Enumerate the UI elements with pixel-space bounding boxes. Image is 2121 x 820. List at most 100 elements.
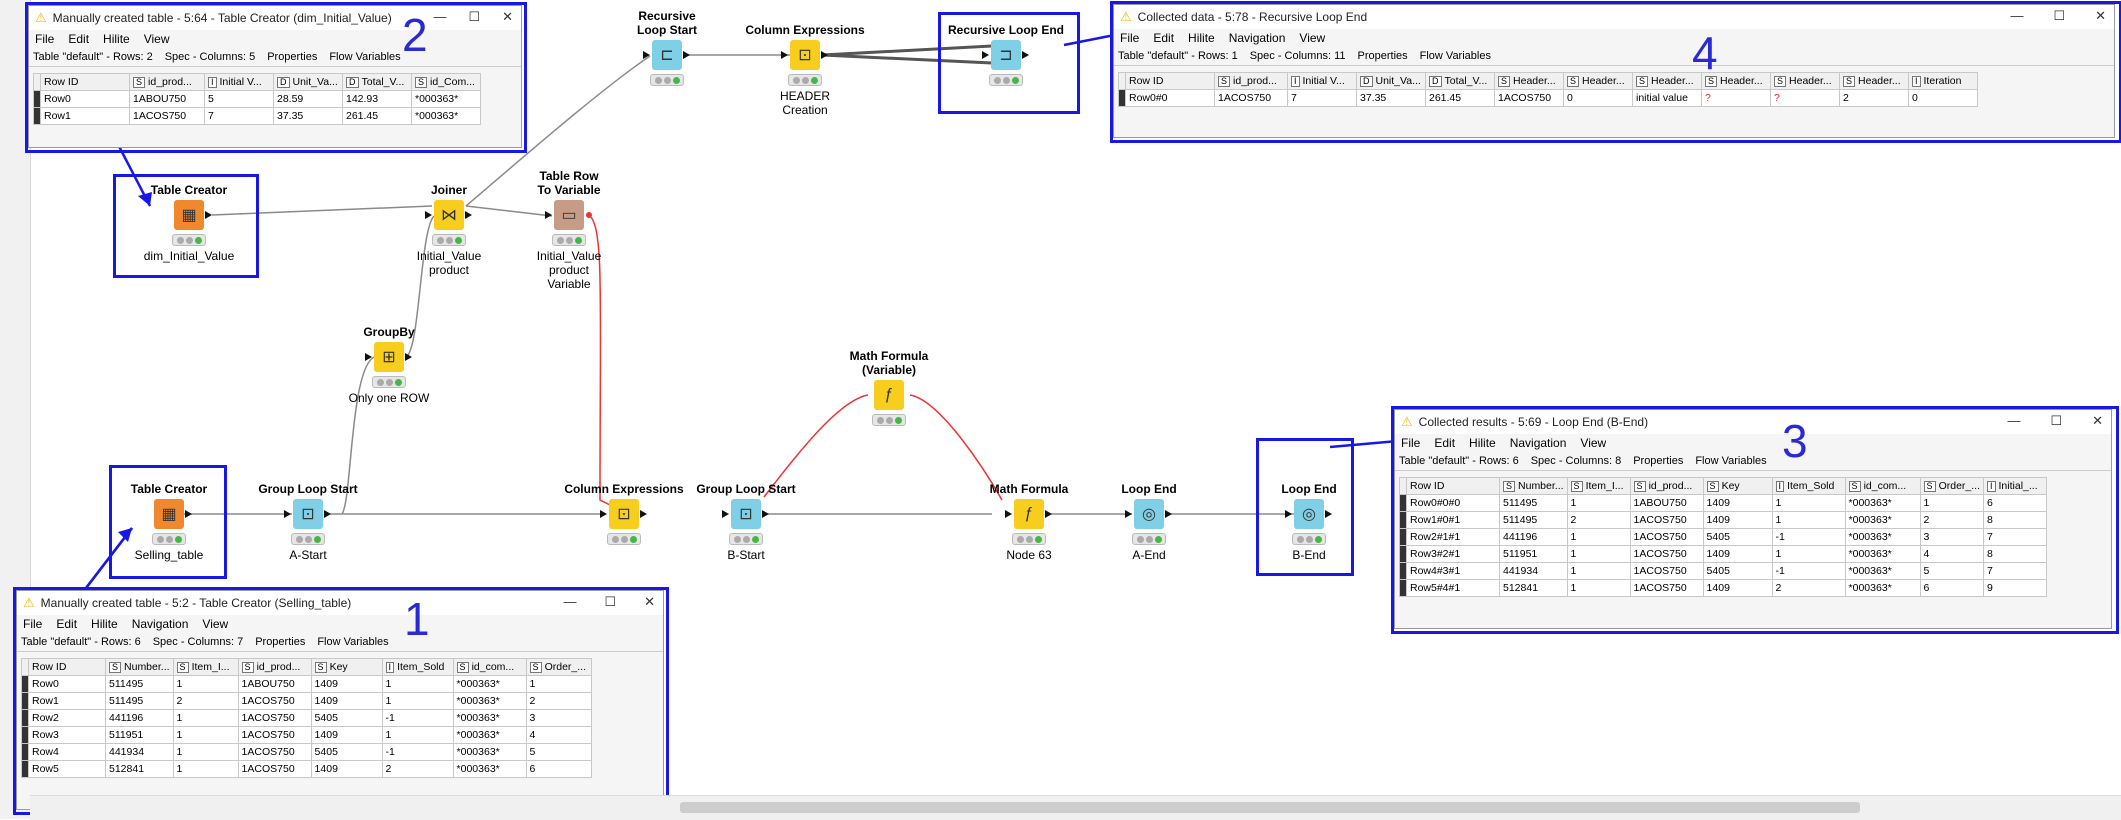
maximize-icon[interactable]: ☐ — [468, 9, 481, 24]
menu-file[interactable]: File — [1120, 31, 1140, 45]
column-header[interactable]: Row ID — [40, 73, 130, 91]
tab-table[interactable]: Table "default" - Rows: 6 — [21, 636, 141, 648]
menu-file[interactable]: File — [35, 32, 55, 46]
scrollbar-thumb[interactable] — [680, 802, 1860, 813]
column-header[interactable]: Row ID — [28, 658, 106, 676]
minimize-icon[interactable]: — — [2010, 8, 2024, 23]
tab-spec[interactable]: Spec - Columns: 5 — [164, 51, 256, 63]
window-titlebar[interactable]: ⚠ Manually created table - 5:64 - Table … — [29, 6, 521, 30]
menu-navigation[interactable]: Navigation — [1228, 31, 1286, 45]
table-view-window-initial[interactable]: ⚠ Manually created table - 5:64 - Table … — [28, 5, 522, 148]
tab-spec[interactable]: Spec - Columns: 7 — [152, 636, 244, 648]
minimize-icon[interactable]: — — [433, 9, 447, 24]
window-titlebar[interactable]: ⚠ Collected results - 5:69 - Loop End (B… — [1395, 410, 2111, 434]
menu-view[interactable]: View — [1580, 436, 1607, 450]
tab-spec[interactable]: Spec - Columns: 11 — [1249, 50, 1346, 62]
menu-view[interactable]: View — [143, 32, 170, 46]
menu-navigation[interactable]: Navigation — [131, 617, 189, 631]
node-loop-end-b[interactable]: Loop End ◎ B-End — [1249, 482, 1369, 562]
close-icon[interactable]: ✕ — [2095, 8, 2106, 23]
menu-hilite[interactable]: Hilite — [1469, 436, 1496, 450]
tab-table[interactable]: Table "default" - Rows: 2 — [33, 51, 153, 63]
window-titlebar[interactable]: ⚠ Collected data - 5:78 - Recursive Loop… — [1114, 5, 2114, 29]
node-loop-end-a[interactable]: Loop End ◎ A-End — [1089, 482, 1209, 562]
maximize-icon[interactable]: ☐ — [2053, 8, 2066, 23]
tab-spec[interactable]: Spec - Columns: 8 — [1530, 455, 1622, 467]
tab-properties[interactable]: Properties — [255, 636, 306, 648]
table-view-window-b-end[interactable]: ⚠ Collected results - 5:69 - Loop End (B… — [1394, 409, 2112, 629]
window-titlebar[interactable]: ⚠ Manually created table - 5:2 - Table C… — [17, 591, 663, 615]
node-group-loop-start-a[interactable]: Group Loop Start ⊡ A-Start — [248, 482, 368, 562]
node-column-expressions-header[interactable]: Column Expressions ⊡ HEADER Creation — [745, 23, 865, 117]
menu-file[interactable]: File — [1401, 436, 1421, 450]
table-view-window-recursive-end[interactable]: ⚠ Collected data - 5:78 - Recursive Loop… — [1113, 4, 2115, 138]
node-group-loop-start-b[interactable]: Group Loop Start ⊡ B-Start — [686, 482, 806, 562]
tab-properties[interactable]: Properties — [1357, 50, 1408, 62]
close-icon[interactable]: ✕ — [502, 9, 513, 24]
menu-view[interactable]: View — [202, 617, 229, 631]
canvas-horizontal-scrollbar[interactable] — [30, 795, 2121, 820]
menu-edit[interactable]: Edit — [1153, 31, 1175, 45]
table-view-window-selling[interactable]: ⚠ Manually created table - 5:2 - Table C… — [16, 590, 664, 810]
menu-hilite[interactable]: Hilite — [1188, 31, 1215, 45]
node-column-expressions-bottom[interactable]: Column Expressions ⊡ — [564, 482, 684, 545]
menu-edit[interactable]: Edit — [56, 617, 78, 631]
tab-flow-variables[interactable]: Flow Variables — [1695, 455, 1767, 467]
tab-table[interactable]: Table "default" - Rows: 6 — [1399, 455, 1519, 467]
column-header[interactable]: Row ID — [1406, 477, 1500, 495]
node-groupby[interactable]: GroupBy ⊞ Only one ROW — [329, 325, 449, 405]
node-table-row-to-variable[interactable]: Table Row To Variable ▭ Initial_Value pr… — [509, 169, 629, 291]
menu-navigation[interactable]: Navigation — [1509, 436, 1567, 450]
node-recursive-loop-end[interactable]: Recursive Loop End ⊐ — [946, 23, 1066, 86]
node-math-formula[interactable]: Math Formula ƒ Node 63 — [969, 482, 1089, 562]
menu-hilite[interactable]: Hilite — [103, 32, 130, 46]
close-icon[interactable]: ✕ — [644, 594, 655, 609]
tab-flow-variables[interactable]: Flow Variables — [317, 636, 389, 648]
menu-file[interactable]: File — [23, 617, 43, 631]
maximize-icon[interactable]: ☐ — [604, 594, 617, 609]
tab-properties[interactable]: Properties — [267, 51, 318, 63]
tab-flow-variables[interactable]: Flow Variables — [1419, 50, 1491, 62]
node-math-formula-variable[interactable]: Math Formula (Variable) ƒ — [829, 349, 949, 426]
minimize-icon[interactable]: — — [563, 594, 577, 609]
tab-flow-variables[interactable]: Flow Variables — [329, 51, 401, 63]
